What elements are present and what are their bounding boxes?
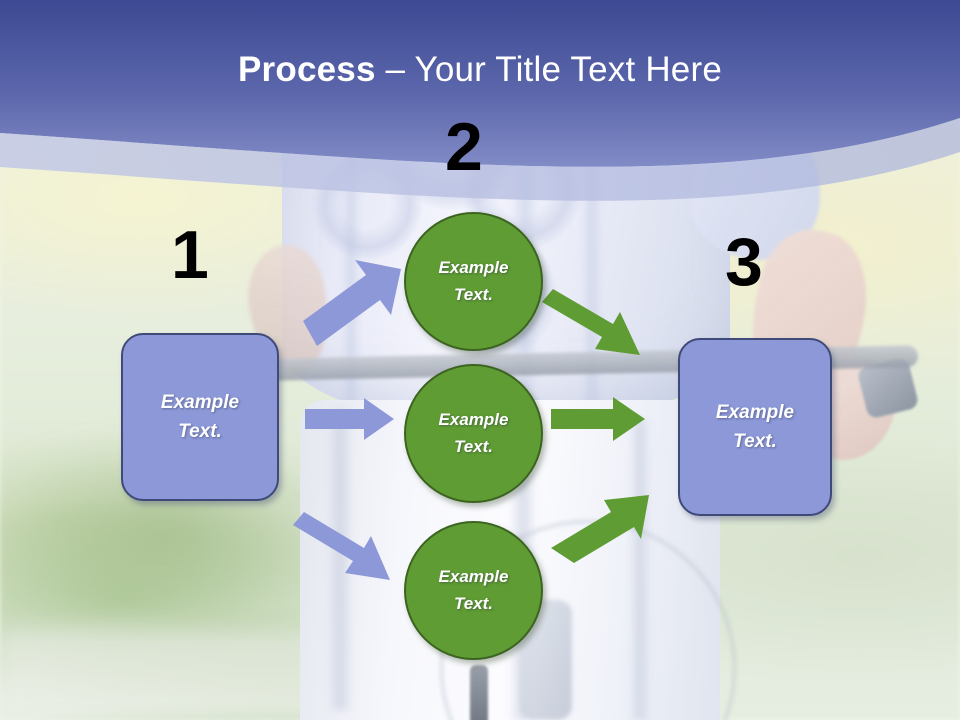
page-title-bold: Process <box>238 50 376 89</box>
arrow-out-middle <box>551 397 645 441</box>
step-number-1: 1 <box>171 217 209 293</box>
arrow-in-middle <box>305 398 394 440</box>
page-title: Process – Your Title Text Here <box>0 50 960 90</box>
page-title-rest: – Your Title Text Here <box>375 50 722 89</box>
process-circle-2-label: Example Text. <box>439 407 509 460</box>
process-circle-1[interactable]: Example Text. <box>404 212 543 351</box>
arrow-in-bottom <box>293 512 390 580</box>
process-circle-3[interactable]: Example Text. <box>404 521 543 660</box>
process-circle-2-line1: Example <box>438 410 509 430</box>
input-box-label-line1: Example <box>160 391 240 413</box>
pants-seam <box>328 410 352 710</box>
process-circle-2-line2: Text. <box>453 436 494 456</box>
process-circle-1-line2: Text. <box>453 284 494 304</box>
output-box[interactable]: Example Text. <box>678 338 832 516</box>
output-box-label-line1: Example <box>715 401 795 423</box>
arrow-out-top <box>542 289 640 355</box>
bike-frame <box>470 665 488 720</box>
output-box-label: Example Text. <box>716 398 794 457</box>
step-number-2: 2 <box>445 109 483 185</box>
arrow-in-top <box>303 260 401 346</box>
input-box-label-line2: Text. <box>178 421 222 442</box>
input-box-label: Example Text. <box>161 388 239 447</box>
step-number-3: 3 <box>725 224 763 300</box>
process-circle-3-label: Example Text. <box>439 564 509 617</box>
output-box-label-line2: Text. <box>733 431 777 452</box>
process-circle-2[interactable]: Example Text. <box>404 364 543 503</box>
process-circle-3-line2: Text. <box>453 593 494 613</box>
arrow-out-bottom <box>551 495 649 563</box>
process-circle-1-label: Example Text. <box>439 255 509 308</box>
input-box[interactable]: Example Text. <box>121 333 279 501</box>
process-circle-3-line1: Example <box>438 567 509 587</box>
process-circle-1-line1: Example <box>438 258 509 278</box>
